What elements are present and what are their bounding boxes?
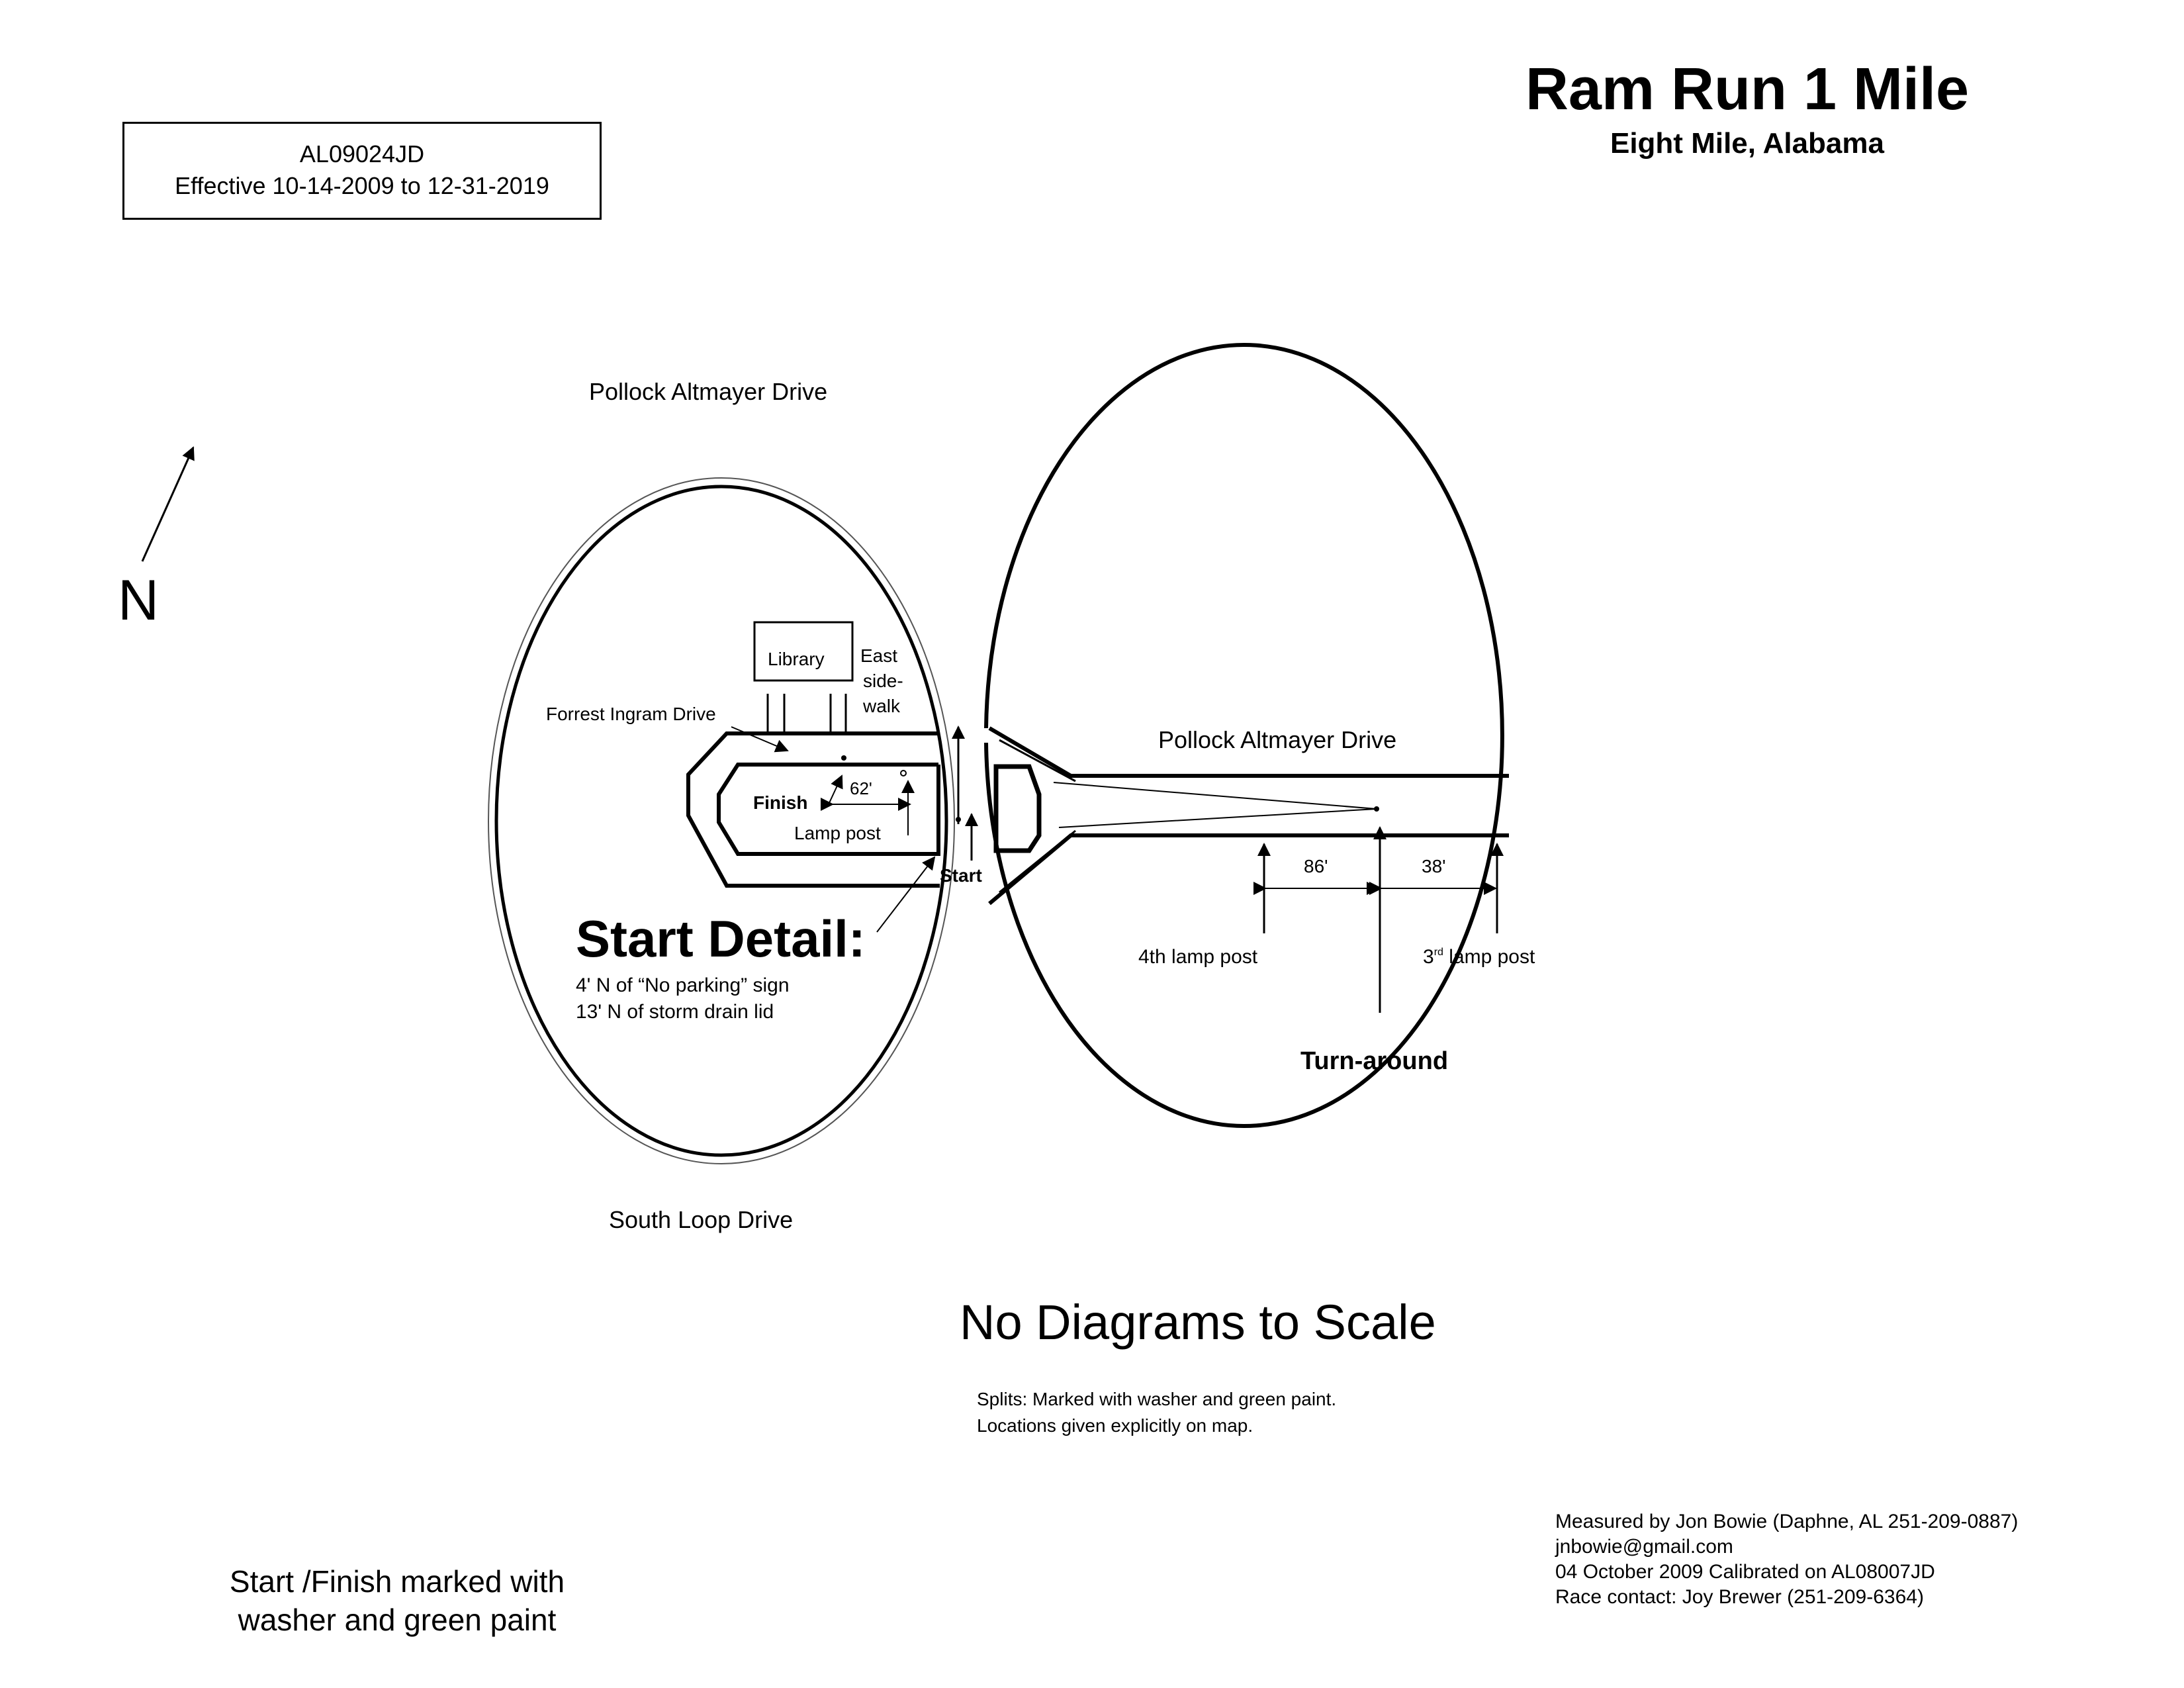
finish-mark bbox=[841, 755, 846, 761]
label-lamp-3rd: 3rd lamp post bbox=[1423, 946, 1535, 968]
label-dist-62: 62' bbox=[850, 778, 872, 798]
label-pollock-east: Pollock Altmayer Drive bbox=[1158, 726, 1396, 753]
start-detail-line2: 13' N of storm drain lid bbox=[576, 1001, 774, 1023]
start-finish-line-2: washer and green paint bbox=[238, 1603, 557, 1637]
scale-note: No Diagrams to Scale bbox=[960, 1295, 1436, 1350]
start-detail-line1: 4' N of “No parking” sign bbox=[576, 974, 790, 996]
east-road-inner-north bbox=[999, 739, 1076, 782]
start-finish-note: Start /Finish marked with washer and gre… bbox=[199, 1562, 596, 1639]
label-east-sidewalk-1: East bbox=[860, 645, 897, 666]
label-east-sidewalk-3: walk bbox=[862, 696, 901, 716]
label-south-loop: South Loop Drive bbox=[609, 1206, 793, 1233]
loop-road-outer bbox=[984, 343, 1504, 1128]
label-turnaround: Turn-around bbox=[1300, 1047, 1448, 1075]
label-east-sidewalk-2: side- bbox=[863, 671, 903, 691]
splits-line-2: Locations given explicitly on map. bbox=[977, 1415, 1253, 1436]
course-path-loop bbox=[488, 477, 955, 1164]
east-road-north-edge bbox=[988, 726, 1509, 778]
inner-drive-outer bbox=[686, 731, 940, 888]
certification-effective: Effective 10-14-2009 to 12-31-2019 bbox=[175, 172, 549, 199]
label-forrest-ingram: Forrest Ingram Drive bbox=[546, 704, 716, 724]
course-turnaround-line bbox=[1053, 782, 1377, 828]
north-label: N bbox=[118, 569, 159, 632]
north-arrow bbox=[141, 446, 195, 562]
loop-road-inner bbox=[494, 485, 948, 1157]
start-detail-heading: Start Detail: bbox=[576, 910, 866, 968]
label-dist-38: 38' bbox=[1422, 856, 1446, 876]
east-road-inner-south bbox=[999, 829, 1076, 894]
splits-note: Splits: Marked with washer and green pai… bbox=[977, 1386, 1336, 1439]
race-contact: Race contact: Joy Brewer (251-209-6364) bbox=[1555, 1586, 1924, 1608]
label-lamp-3rd-rest: lamp post bbox=[1443, 946, 1535, 968]
label-lamp-3rd-sup: rd bbox=[1434, 947, 1443, 958]
course-location: Eight Mile, Alabama bbox=[1610, 127, 1884, 160]
label-lamp-4th: 4th lamp post bbox=[1138, 946, 1258, 968]
finish-pointer bbox=[828, 774, 843, 805]
certification-id: AL09024JD bbox=[299, 140, 425, 167]
label-dist-86: 86' bbox=[1304, 856, 1328, 876]
course-title: Ram Run 1 Mile bbox=[1525, 56, 1970, 122]
label-library: Library bbox=[768, 649, 825, 669]
splits-line-1: Splits: Marked with washer and green pai… bbox=[977, 1389, 1337, 1409]
calibration-date: 04 October 2009 Calibrated on AL08007JD bbox=[1555, 1561, 1935, 1583]
label-lamp-post: Lamp post bbox=[794, 823, 881, 843]
start-mark bbox=[956, 817, 961, 822]
label-start: Start bbox=[940, 865, 982, 886]
library-building bbox=[753, 621, 854, 682]
measurer-info: Measured by Jon Bowie (Daphne, AL 251-20… bbox=[1555, 1509, 2018, 1610]
label-finish: Finish bbox=[753, 792, 807, 813]
measurer-email: jnbowie@gmail.com bbox=[1555, 1536, 1733, 1558]
turnaround-mark bbox=[1374, 806, 1379, 812]
start-finish-line-1: Start /Finish marked with bbox=[229, 1564, 565, 1599]
forrest-ingram-pointer bbox=[731, 726, 789, 753]
start-detail-pointer bbox=[876, 856, 936, 933]
inner-drive-inner bbox=[717, 763, 940, 856]
certification-box: AL09024JD Effective 10-14-2009 to 12-31-… bbox=[122, 122, 602, 220]
label-pollock-top: Pollock Altmayer Drive bbox=[589, 378, 827, 405]
median-island bbox=[993, 764, 1042, 853]
label-lamp-3rd-num: 3 bbox=[1423, 946, 1434, 968]
finish-lamp-mark bbox=[900, 770, 907, 776]
measured-by: Measured by Jon Bowie (Daphne, AL 251-20… bbox=[1555, 1511, 2019, 1532]
